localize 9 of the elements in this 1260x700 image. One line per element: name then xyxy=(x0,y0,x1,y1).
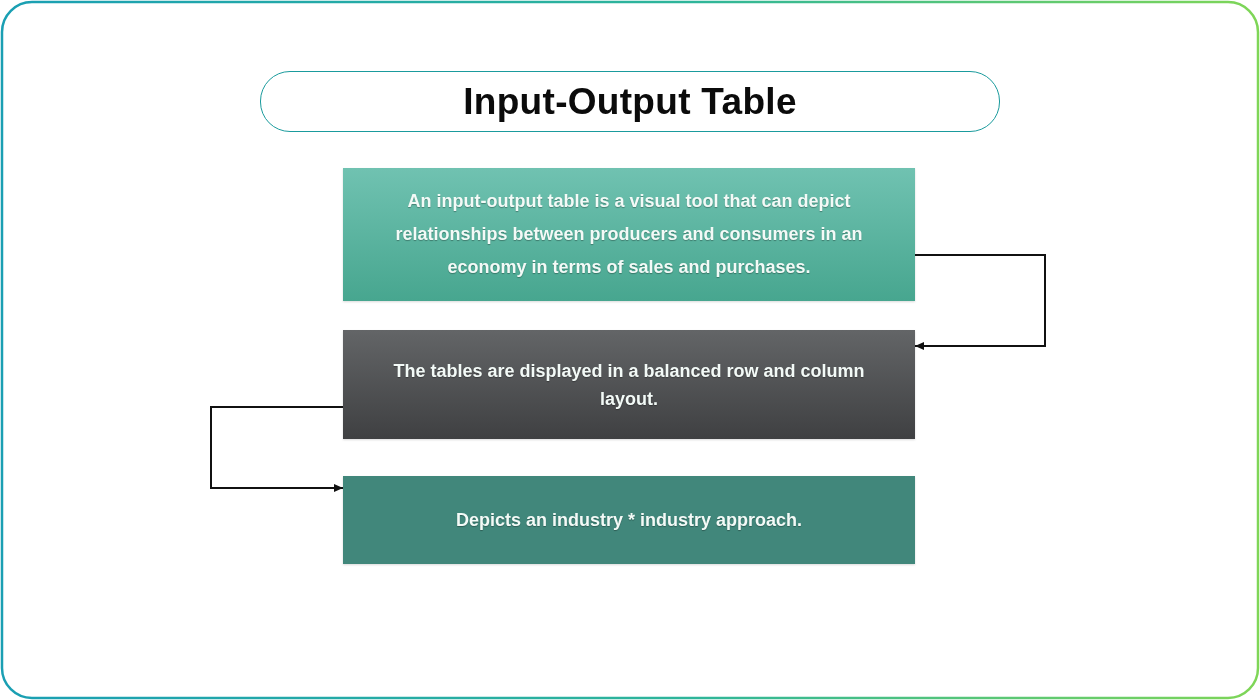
diagram-title: Input-Output Table xyxy=(463,80,797,123)
connector-arrow xyxy=(914,254,1046,350)
process-box xyxy=(343,330,915,439)
description-text: The tables are displayed in a balanced row and column layout. xyxy=(392,359,866,411)
description-text: An input-output table is a visual tool that can depict relationships between producers and consumers in an economy in terms of sales and purchases. xyxy=(394,190,864,279)
connector-arrow xyxy=(210,406,344,492)
process-box xyxy=(343,476,915,564)
description-text: Depicts an industry * industry approach. xyxy=(455,509,803,532)
process-box xyxy=(343,168,915,301)
